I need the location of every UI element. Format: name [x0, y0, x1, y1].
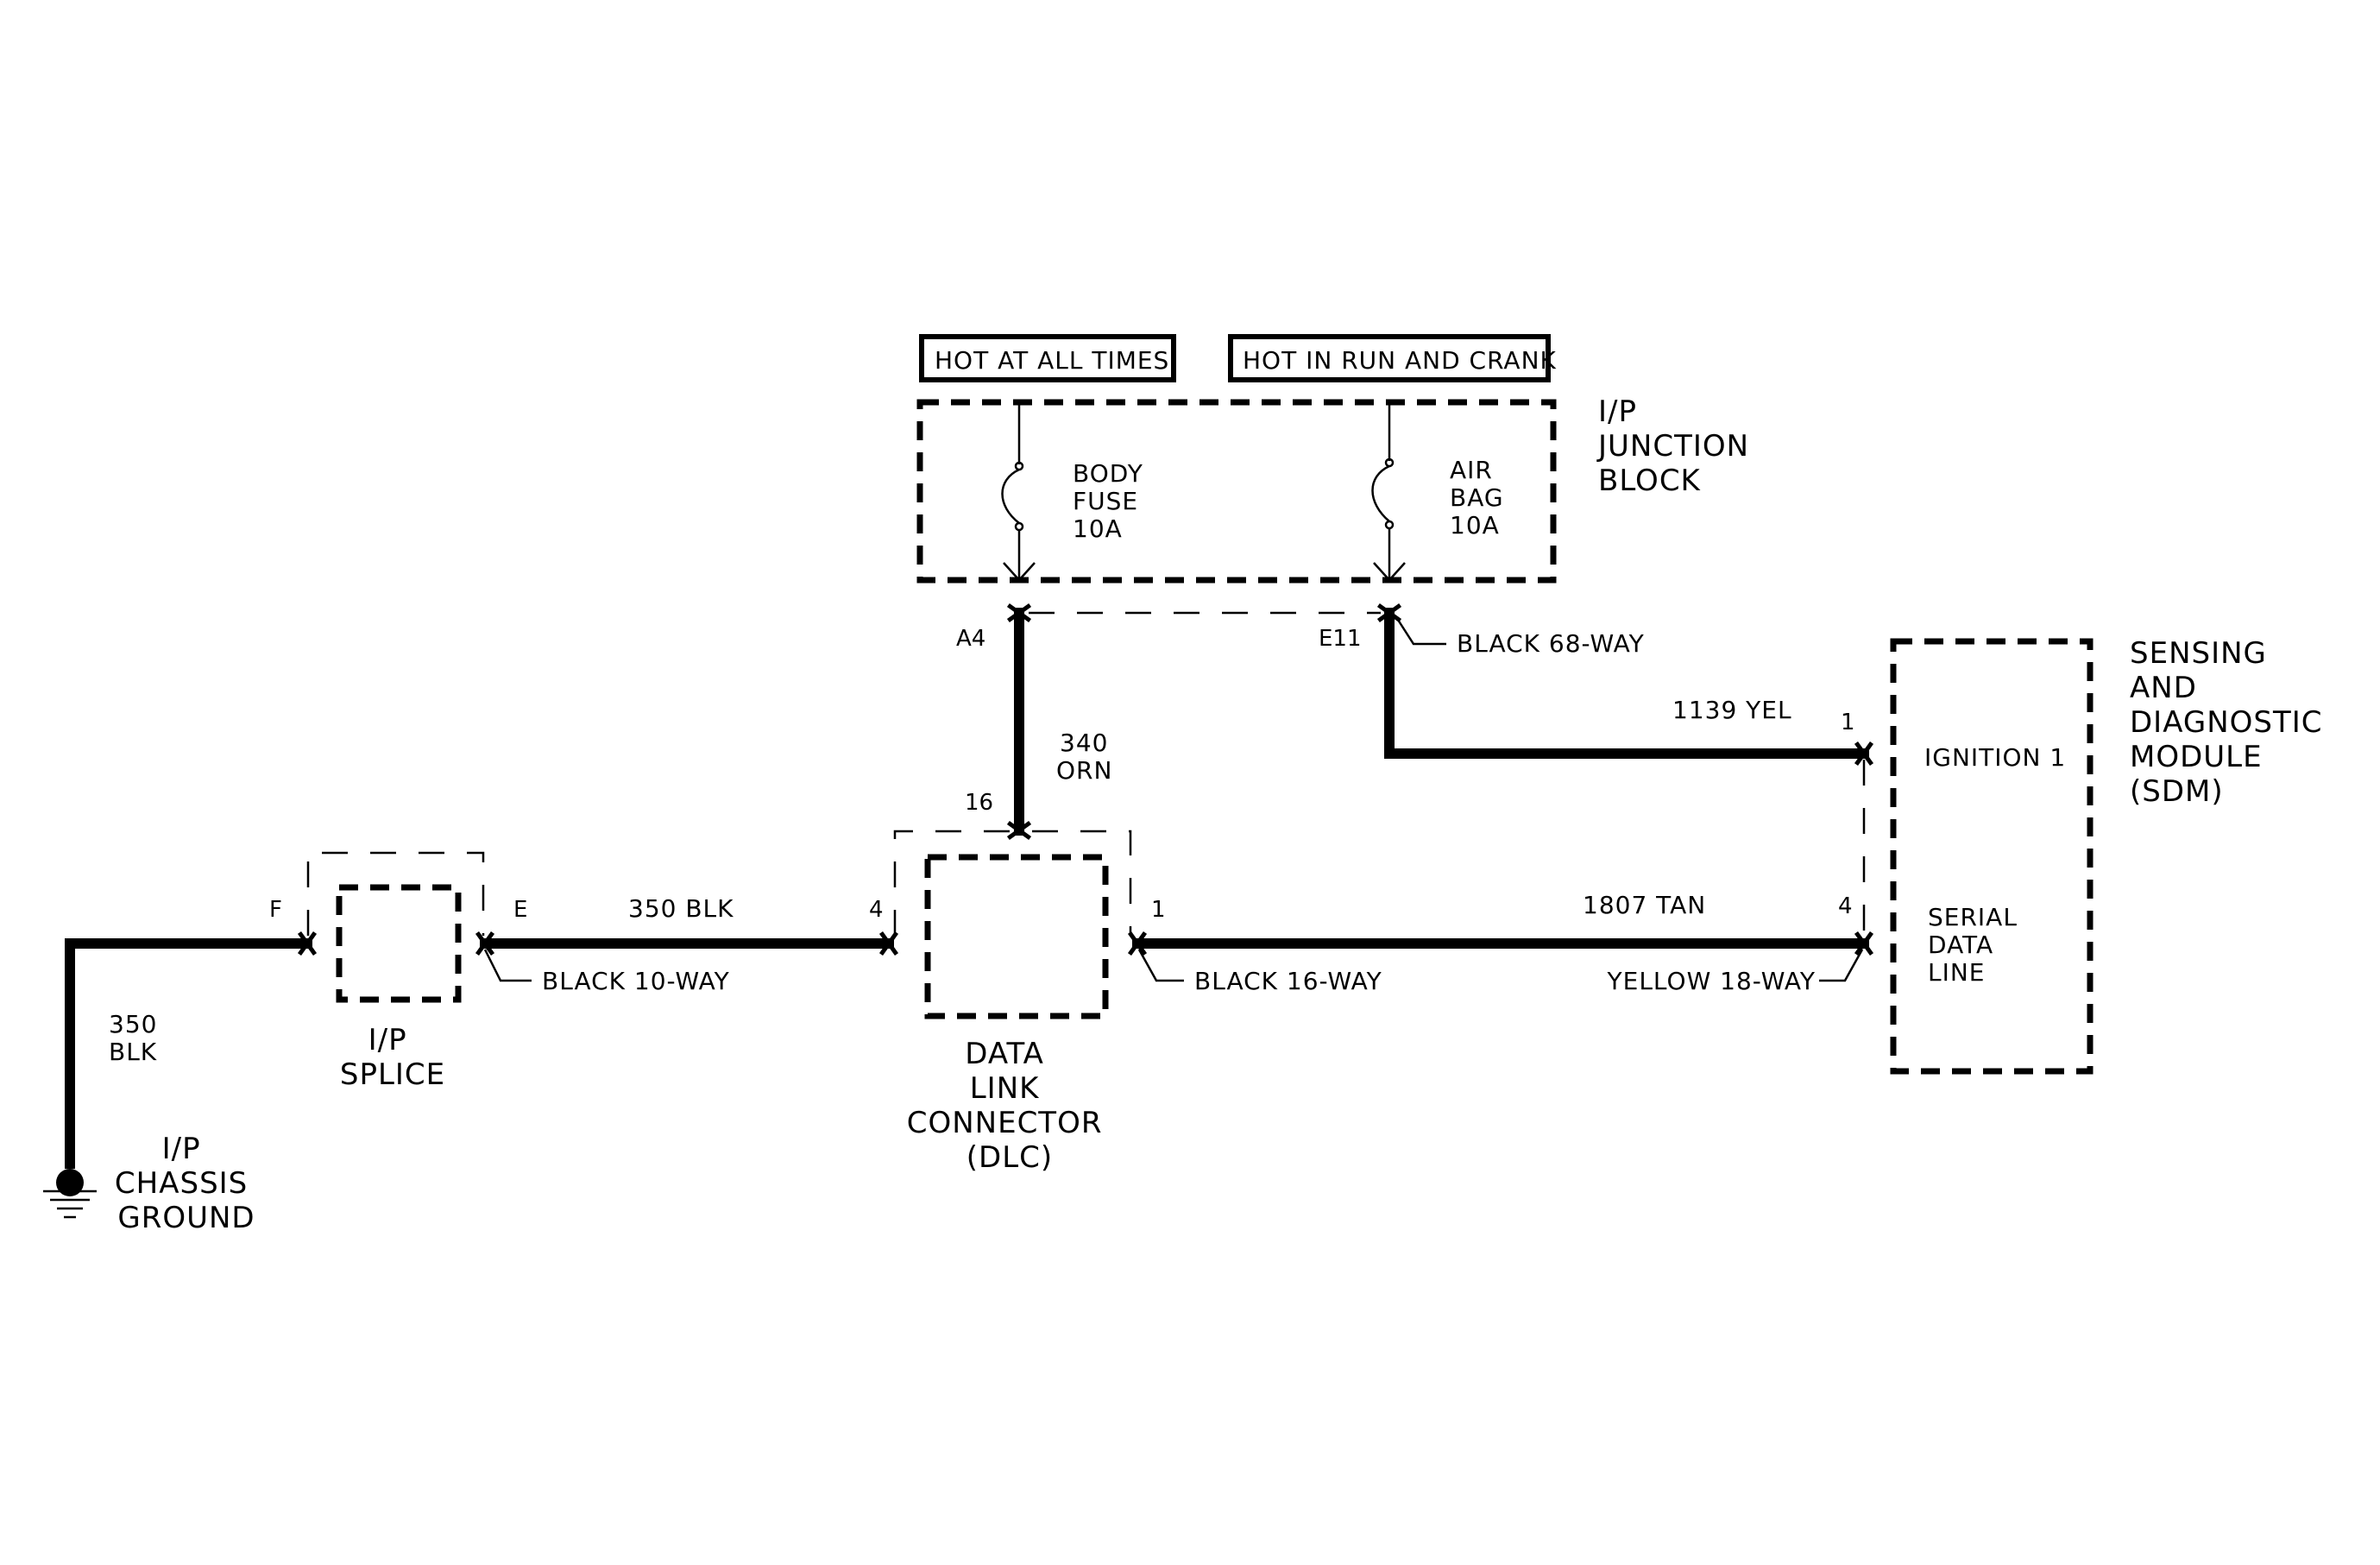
pin-dlc-1: 1 — [1151, 897, 1166, 923]
terminal-a4 — [1006, 603, 1032, 623]
dlc-label: DATA LINK CONNECTOR (DLC) — [907, 1037, 1113, 1175]
yellow-18-way-leader — [1819, 949, 1864, 982]
splice-body-outline — [336, 884, 462, 1003]
body-fuse-label: BODY FUSE 10A — [1073, 459, 1152, 543]
yellow-18-way-label: YELLOW 18-WAY — [1607, 967, 1816, 995]
chassis-ground-symbol — [43, 1148, 97, 1219]
dlc-connector-outline — [893, 830, 1132, 936]
wire-350-blk-to-ground — [65, 938, 312, 1153]
ip-junction-block-label: I/P JUNCTION BLOCK — [1596, 394, 1760, 498]
black-16-way-label: BLACK 16-WAY — [1194, 967, 1382, 995]
wire-350-blk-label: 350 BLK — [628, 894, 734, 923]
ip-junction-block-outline — [916, 399, 1557, 584]
terminal-splice-e — [475, 931, 495, 956]
sdm-module-outline — [1890, 638, 2094, 1075]
terminal-dlc-1 — [1127, 931, 1148, 956]
terminal-dlc-4 — [878, 931, 899, 956]
ip-chassis-ground-label: I/P CHASSIS GROUND — [115, 1132, 258, 1235]
air-bag-fuse-label: AIR BAG 10A — [1450, 456, 1512, 540]
dlc-body-outline — [924, 854, 1109, 1019]
pin-dlc-16: 16 — [965, 790, 993, 816]
black-16-way-leader — [1137, 949, 1184, 982]
hot-in-run-crank-label: HOT IN RUN AND CRANK — [1243, 346, 1557, 375]
connector-terminals — [297, 603, 1874, 956]
terminal-dlc-16 — [1006, 820, 1032, 841]
wire-350-blk-vert-label: 350 BLK — [109, 1010, 166, 1066]
wire-1139-yel — [1384, 608, 1869, 759]
terminal-e11 — [1376, 603, 1402, 623]
hot-in-run-crank-box: HOT IN RUN AND CRANK — [1228, 334, 1557, 382]
terminal-sdm-4 — [1854, 931, 1874, 956]
black-10-way-label: BLACK 10-WAY — [542, 967, 730, 995]
sdm-label: SENSING AND DIAGNOSTIC MODULE (SDM) — [2130, 636, 2333, 809]
pin-splice-e: E — [513, 897, 527, 923]
black-68-way-label: BLACK 68-WAY — [1457, 629, 1645, 658]
wire-340-orn-label: 340 ORN — [1056, 729, 1117, 785]
pin-sdm-4: 4 — [1838, 893, 1853, 919]
black-68-way-leader — [1396, 619, 1446, 646]
pin-dlc-4: 4 — [869, 897, 884, 923]
ip-splice-label: I/P SPLICE — [340, 1023, 445, 1092]
pin-e11: E11 — [1319, 626, 1362, 652]
pin-splice-f: F — [269, 897, 282, 923]
ignition-1-label: IGNITION 1 — [1924, 743, 2066, 772]
serial-data-line-label: SERIAL DATA LINE — [1928, 903, 2026, 987]
wire-1807-tan-label: 1807 TAN — [1583, 891, 1706, 919]
pin-sdm-1: 1 — [1841, 710, 1855, 735]
air-bag-fuse-symbol — [1371, 402, 1406, 582]
pin-a4: A4 — [956, 626, 985, 652]
splice-connector-outline — [306, 851, 485, 936]
terminal-splice-f — [297, 931, 318, 956]
terminal-sdm-1 — [1854, 741, 1874, 767]
hot-at-all-times-box: HOT AT ALL TIMES — [919, 334, 1176, 382]
black-10-way-leader — [483, 949, 532, 982]
body-fuse-symbol — [1001, 402, 1036, 582]
wire-1139-yel-label: 1139 YEL — [1672, 696, 1792, 724]
hot-at-all-times-label: HOT AT ALL TIMES — [935, 346, 1169, 375]
